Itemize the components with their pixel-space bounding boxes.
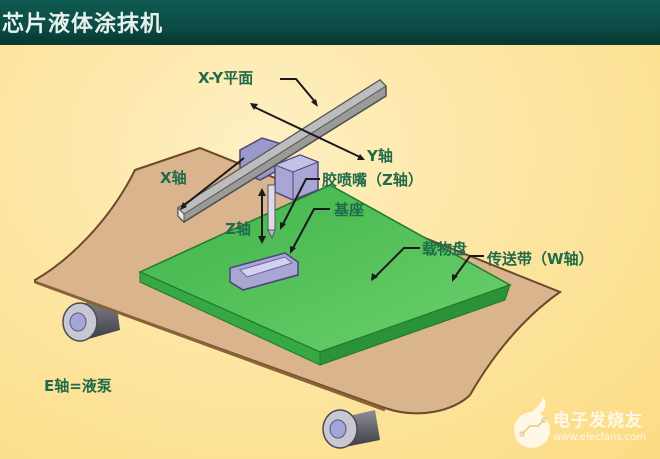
watermark-url: www.elecfans.com	[553, 432, 647, 443]
label-base: 基座	[334, 201, 365, 219]
label-e-axis: E轴=液泵	[44, 377, 112, 395]
label-xy-plane: X-Y平面	[198, 69, 254, 87]
label-conveyor: 传送带（W轴）	[487, 250, 594, 268]
base-holder	[229, 252, 299, 291]
roller-right	[322, 409, 380, 449]
nozzle	[267, 184, 276, 240]
label-nozzle: 胶喷嘴（Z轴）	[322, 171, 423, 189]
watermark: 电子发烧友 www.elecfans.com	[510, 402, 660, 452]
watermark-brand: 电子发烧友	[553, 411, 643, 431]
watermark-logo-icon	[514, 396, 550, 448]
leader-lines	[181, 78, 484, 279]
xy-rail	[177, 79, 387, 224]
title-bar: 芯片液体涂抹机	[0, 0, 660, 45]
tray	[138, 184, 512, 366]
label-y-axis: Y轴	[367, 147, 393, 165]
label-x-axis: X轴	[160, 169, 187, 187]
arrowheads	[180, 99, 458, 282]
page-title: 芯片液体涂抹机	[2, 12, 164, 37]
label-z-axis: Z轴	[225, 220, 251, 238]
label-tray: 载物盘	[422, 240, 468, 258]
